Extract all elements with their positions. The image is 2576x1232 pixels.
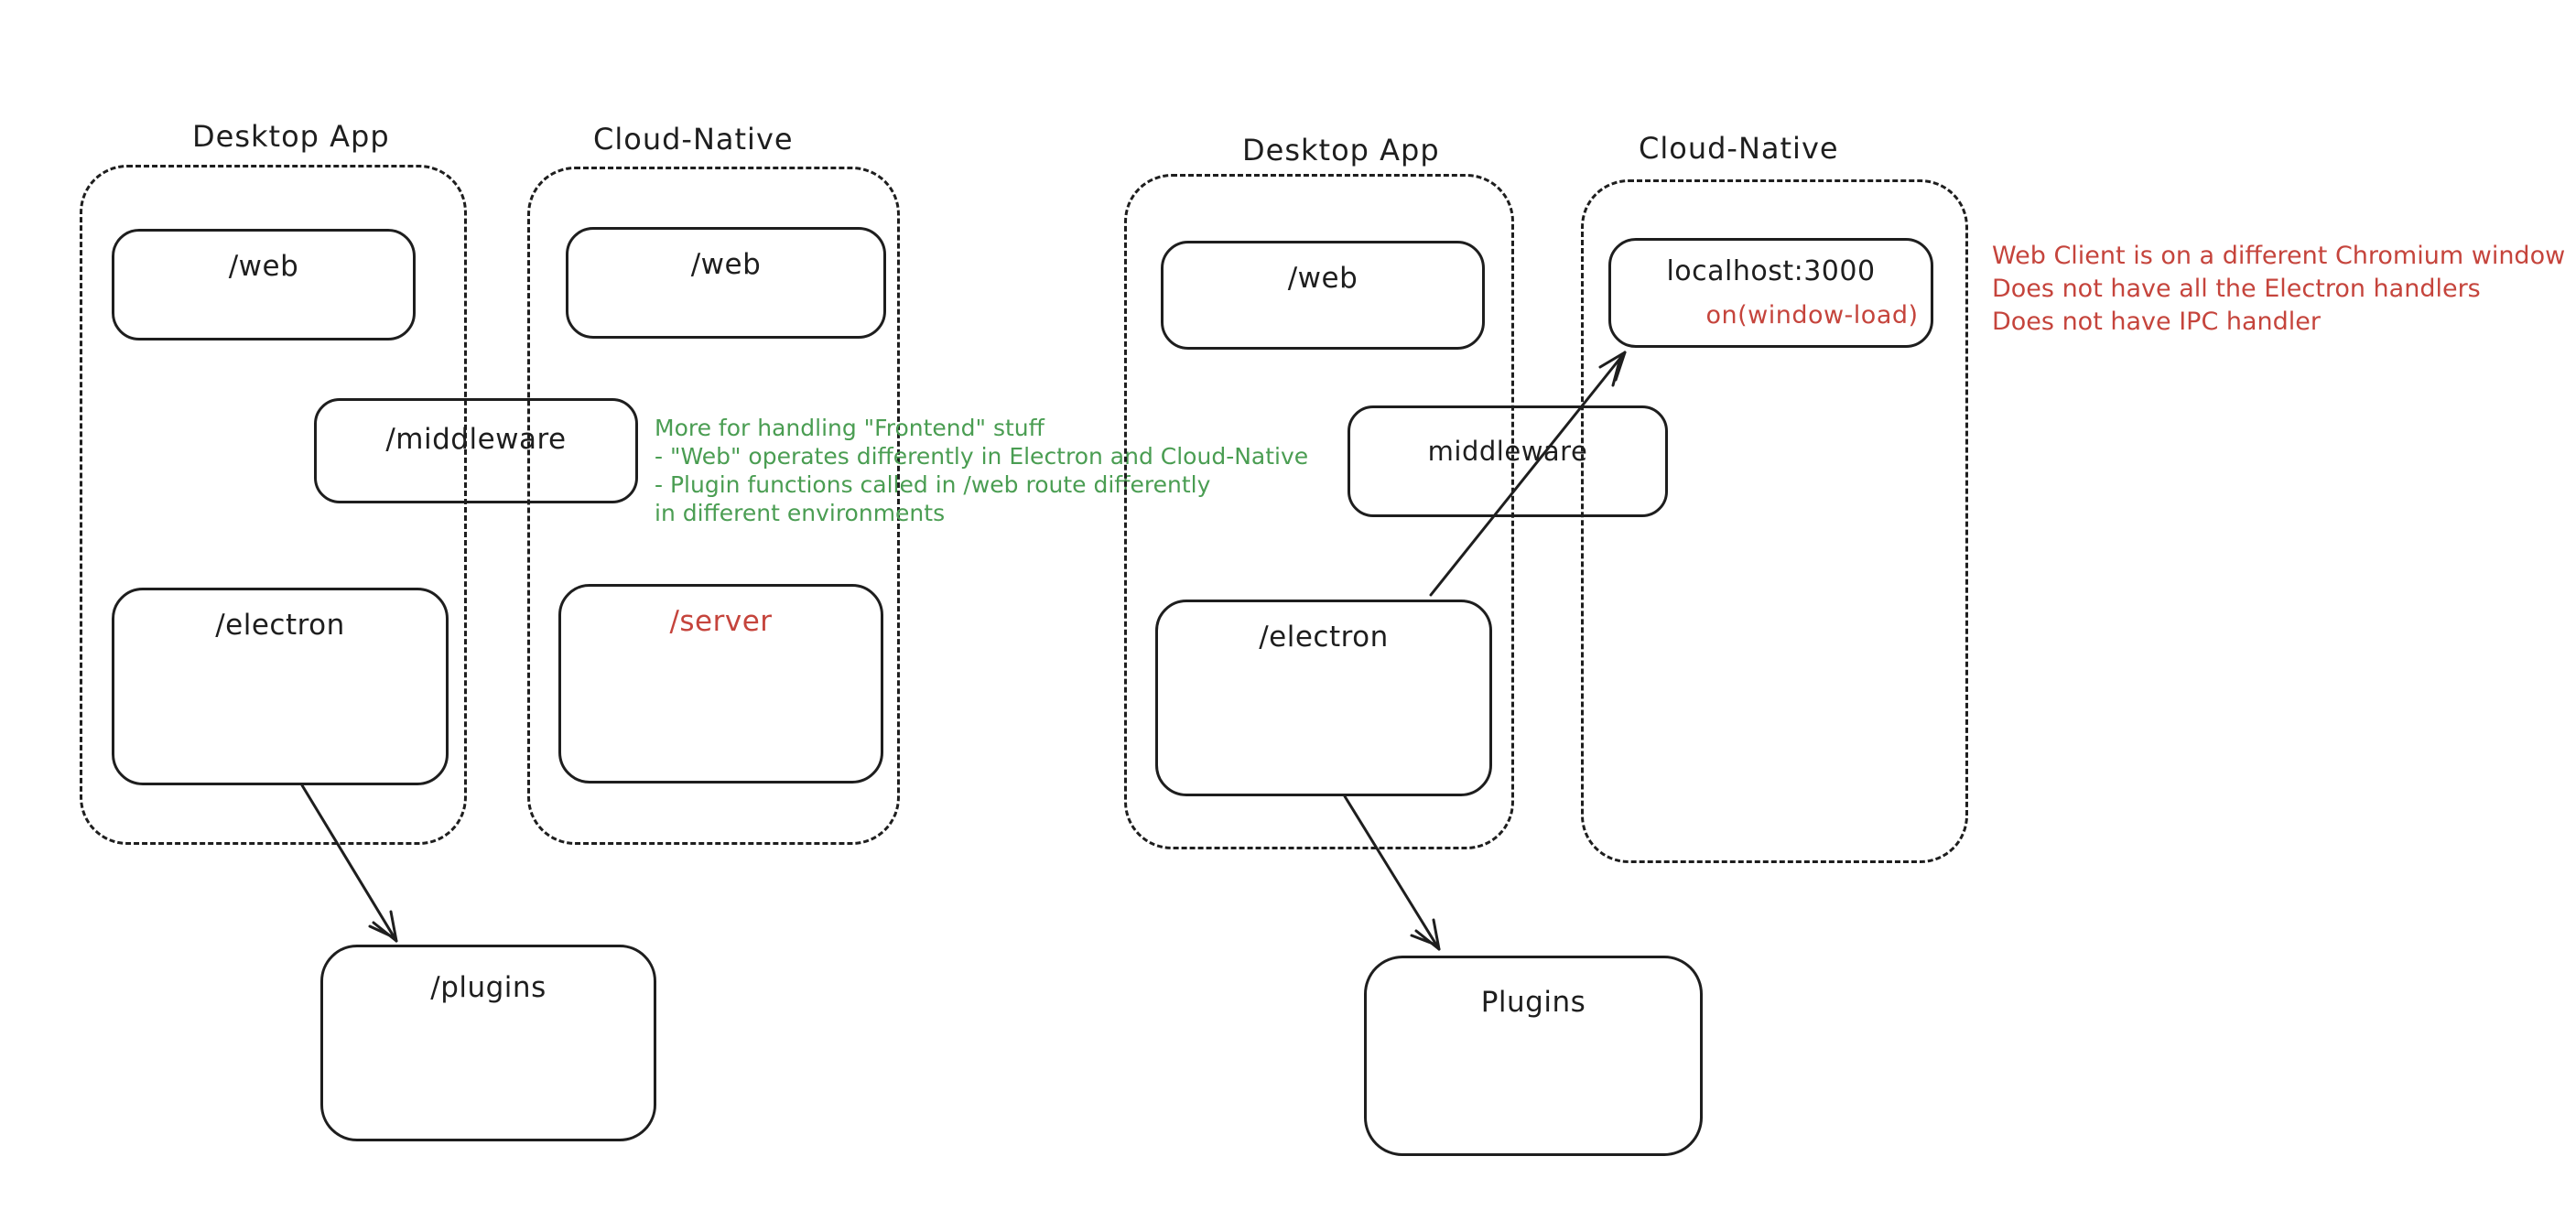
left-web-cloud-label: /web	[690, 248, 762, 281]
green-note-line: More for handling "Frontend" stuff	[655, 415, 1044, 441]
left-middleware-box: /middleware	[314, 398, 638, 503]
left-electron-label: /electron	[215, 609, 345, 642]
left-cloud-container	[527, 167, 900, 845]
right-middleware-box: middleware	[1348, 405, 1668, 517]
left-web-desktop-label: /web	[228, 250, 299, 283]
red-note-line: Web Client is on a different Chromium wi…	[1992, 242, 2566, 270]
right-plugins-label: Plugins	[1480, 986, 1586, 1019]
left-electron-box: /electron	[112, 588, 449, 785]
left-desktop-container	[80, 165, 467, 845]
green-note-line: - "Web" operates differently in Electron…	[655, 443, 1309, 470]
right-plugins-box: Plugins	[1364, 956, 1703, 1156]
left-plugins-label: /plugins	[430, 971, 547, 1004]
left-web-desktop-box: /web	[112, 229, 416, 340]
red-note: Web Client is on a different Chromium wi…	[1992, 240, 2565, 339]
right-cloud-title: Cloud-Native	[1639, 131, 1839, 166]
right-electron-box: /electron	[1155, 600, 1492, 796]
right-middleware-label: middleware	[1427, 436, 1588, 467]
left-web-cloud-box: /web	[566, 227, 886, 339]
left-server-box: /server	[558, 584, 883, 784]
green-note: More for handling "Frontend" stuff - "We…	[655, 414, 1308, 527]
right-localhost-box: localhost:3000 on(window-load)	[1608, 238, 1933, 348]
green-note-line: - Plugin functions called in /web route …	[655, 471, 1211, 498]
left-cloud-title: Cloud-Native	[593, 122, 794, 157]
right-localhost-label: localhost:3000	[1666, 255, 1876, 287]
right-web-box: /web	[1161, 241, 1485, 350]
left-middleware-label: /middleware	[385, 423, 567, 456]
right-on-window-load-label: on(window-load)	[1705, 301, 1919, 330]
red-note-line: Does not have IPC handler	[1992, 308, 2322, 336]
green-note-line: in different environments	[655, 500, 946, 526]
left-desktop-title: Desktop App	[192, 119, 390, 154]
right-web-label: /web	[1287, 262, 1358, 295]
red-note-line: Does not have all the Electron handlers	[1992, 275, 2481, 303]
right-electron-label: /electron	[1259, 621, 1389, 654]
left-plugins-box: /plugins	[320, 945, 656, 1141]
left-server-label: /server	[669, 605, 773, 638]
right-desktop-title: Desktop App	[1242, 133, 1440, 168]
